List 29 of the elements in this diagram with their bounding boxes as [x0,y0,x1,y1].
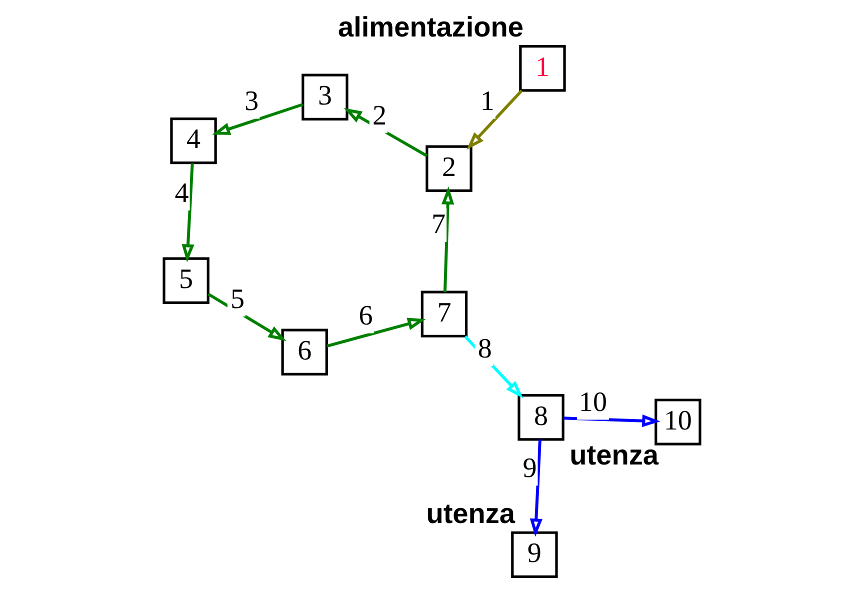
edge-label: 9 [522,453,536,484]
node-box: 7 [420,290,468,338]
arrow [529,439,542,537]
edge-label: 3 [244,86,258,118]
node-box: 4 [170,117,216,164]
arrow [212,103,303,135]
node-label: utenza [426,498,515,530]
arrow [181,163,194,262]
node-label: alimentazione [338,12,523,43]
edge-label: 4 [174,178,188,209]
node-box: 10 [654,398,701,446]
node-box: 3 [301,74,348,120]
node-box: 6 [280,328,328,376]
edge-label: 5 [230,284,244,315]
edge-label: 7 [431,209,446,240]
node-box: 9 [510,531,558,578]
edge-label: 2 [372,100,386,132]
node-box: 8 [517,394,564,441]
edge-label: 6 [358,300,372,332]
node-box: 1 [518,45,566,92]
arrow [441,186,454,292]
arrow [466,90,522,150]
edge-label: 1 [480,86,494,118]
edge-label: 8 [477,333,492,364]
edge-label: 10 [578,387,606,418]
arrow [326,318,426,348]
node-box: 5 [162,257,209,304]
arrow [563,414,660,428]
node-box: 2 [425,145,472,192]
